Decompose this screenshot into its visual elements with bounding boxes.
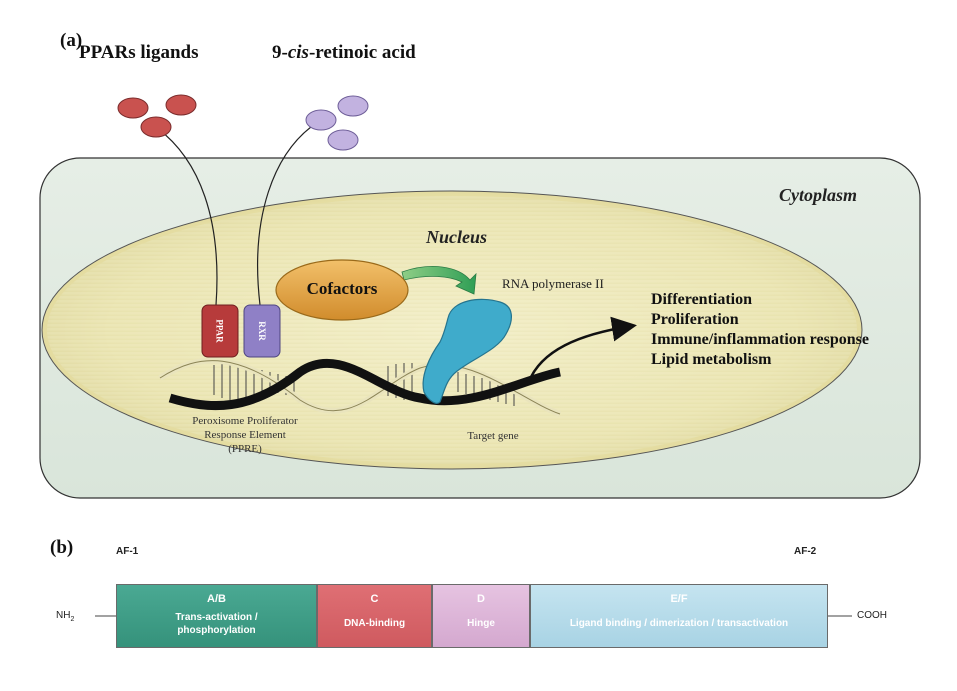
ppar-box-label-wrap: PPAR (202, 305, 238, 357)
cofactors-label: Cofactors (306, 279, 378, 298)
effect-differentiation: Differentiation (651, 291, 753, 308)
af2-label: AF-2 (794, 546, 817, 557)
rxr-label: RXR (257, 321, 267, 341)
nucleus-label: Nucleus (426, 227, 488, 247)
panel-b-label: (b) (50, 537, 74, 558)
cofactors-shape (275, 259, 409, 321)
target-gene-label: Target gene (467, 430, 519, 442)
domain-ab: A/B Trans-activation / phosphorylation (116, 584, 317, 648)
domain-ef: E/F Ligand binding / dimerization / tran… (530, 584, 828, 648)
rxr-ligand-3 (327, 129, 359, 151)
effect-immune-inflammation: Immune/inflammation response (651, 331, 869, 348)
effects-list: Differentiation Proliferation Immune/inf… (651, 290, 869, 370)
effect-proliferation: Proliferation (651, 311, 739, 328)
rxr-ligand-1 (337, 95, 369, 117)
rxr-receptor-box (243, 304, 281, 358)
domain-d: D Hinge (432, 584, 530, 648)
ppre-line-2: Response Element (204, 429, 286, 441)
nh2-terminus-label: NH2 (56, 610, 75, 623)
ppre-label: Peroxisome Proliferator Response Element… (180, 414, 310, 456)
domain-ab-desc: Trans-activation / phosphorylation (175, 612, 258, 636)
ppar-label: PPAR (214, 319, 225, 343)
effects-arrow-shape (526, 316, 637, 385)
rna-polymerase-label: RNA polymerase II (502, 276, 604, 291)
ppar-ligands-title: PPARs ligands (79, 42, 199, 63)
rna-polymerase-shape (422, 298, 512, 404)
ppar-ligand-3 (140, 116, 172, 138)
cytoplasm-label: Cytoplasm (779, 185, 858, 205)
domain-ef-name: E/F (670, 593, 688, 605)
ppre-line-3: (PPRE) (228, 443, 262, 455)
domain-ef-desc: Ligand binding / dimerization / transact… (569, 618, 789, 629)
effect-lipid-metabolism: Lipid metabolism (651, 351, 772, 368)
rxr-ligand-2 (305, 109, 337, 131)
domain-c-desc: DNA-binding (343, 618, 406, 629)
domain-c-name: C (370, 593, 379, 605)
af1-label: AF-1 (116, 546, 139, 557)
ppar-ligand-1 (117, 97, 149, 119)
panel-a-label: (a) (60, 30, 83, 51)
domain-d-name: D (477, 593, 485, 605)
ppar-receptor-box (201, 304, 239, 358)
domain-c: C DNA-binding (317, 584, 432, 648)
activation-arrow-shape (401, 266, 477, 295)
domain-ab-name: A/B (207, 593, 226, 605)
ppre-line-1: Peroxisome Proliferator (192, 415, 298, 427)
retinoic-acid-title: 9-cis-retinoic acid (272, 42, 416, 63)
ppar-ligand-2 (165, 94, 197, 116)
dna-helix (158, 357, 562, 417)
domain-d-desc: Hinge (467, 618, 495, 629)
cooh-terminus-label: COOH (857, 610, 887, 621)
rxr-box-label-wrap: RXR (244, 305, 280, 357)
